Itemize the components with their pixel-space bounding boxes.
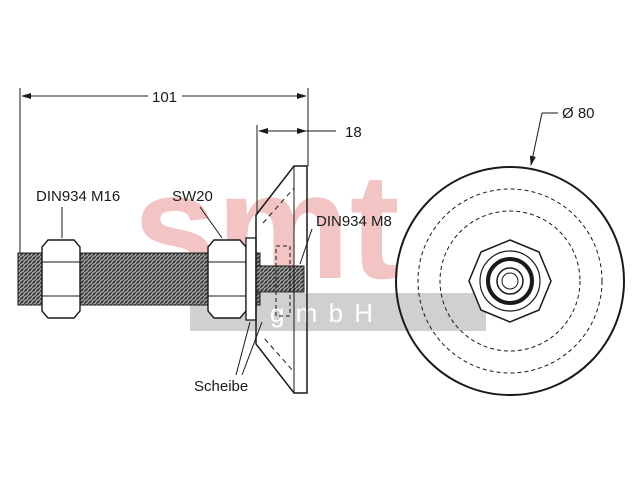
foot-pad-front [395,166,625,396]
label-din934-m8: DIN934 M8 [316,213,392,230]
washer [245,237,257,321]
label-din934-m16: DIN934 M16 [36,188,120,205]
dimension-pad-height: 18 [256,124,362,215]
label-scheibe: Scheibe [194,378,248,395]
leader-sw20 [199,206,223,239]
threaded-rod-small [255,265,305,293]
label-sw20: SW20 [172,188,213,205]
hex-nut-front [468,239,552,323]
leader-washer-2 [241,321,263,376]
dimension-18-label: 18 [345,124,362,141]
leader-m8 [299,228,313,265]
dimension-101-label: 101 [152,89,177,106]
foot-pad-side [255,165,308,394]
nut-large [41,239,81,319]
dimension-diameter: Ø 80 [529,105,595,166]
leader-washer-1 [235,321,251,376]
watermark-subtext: g m b H [270,298,375,328]
nut-sw20 [207,239,247,319]
diameter-label: Ø 80 [562,105,595,122]
dimension-overall-length: 101 [21,87,309,166]
